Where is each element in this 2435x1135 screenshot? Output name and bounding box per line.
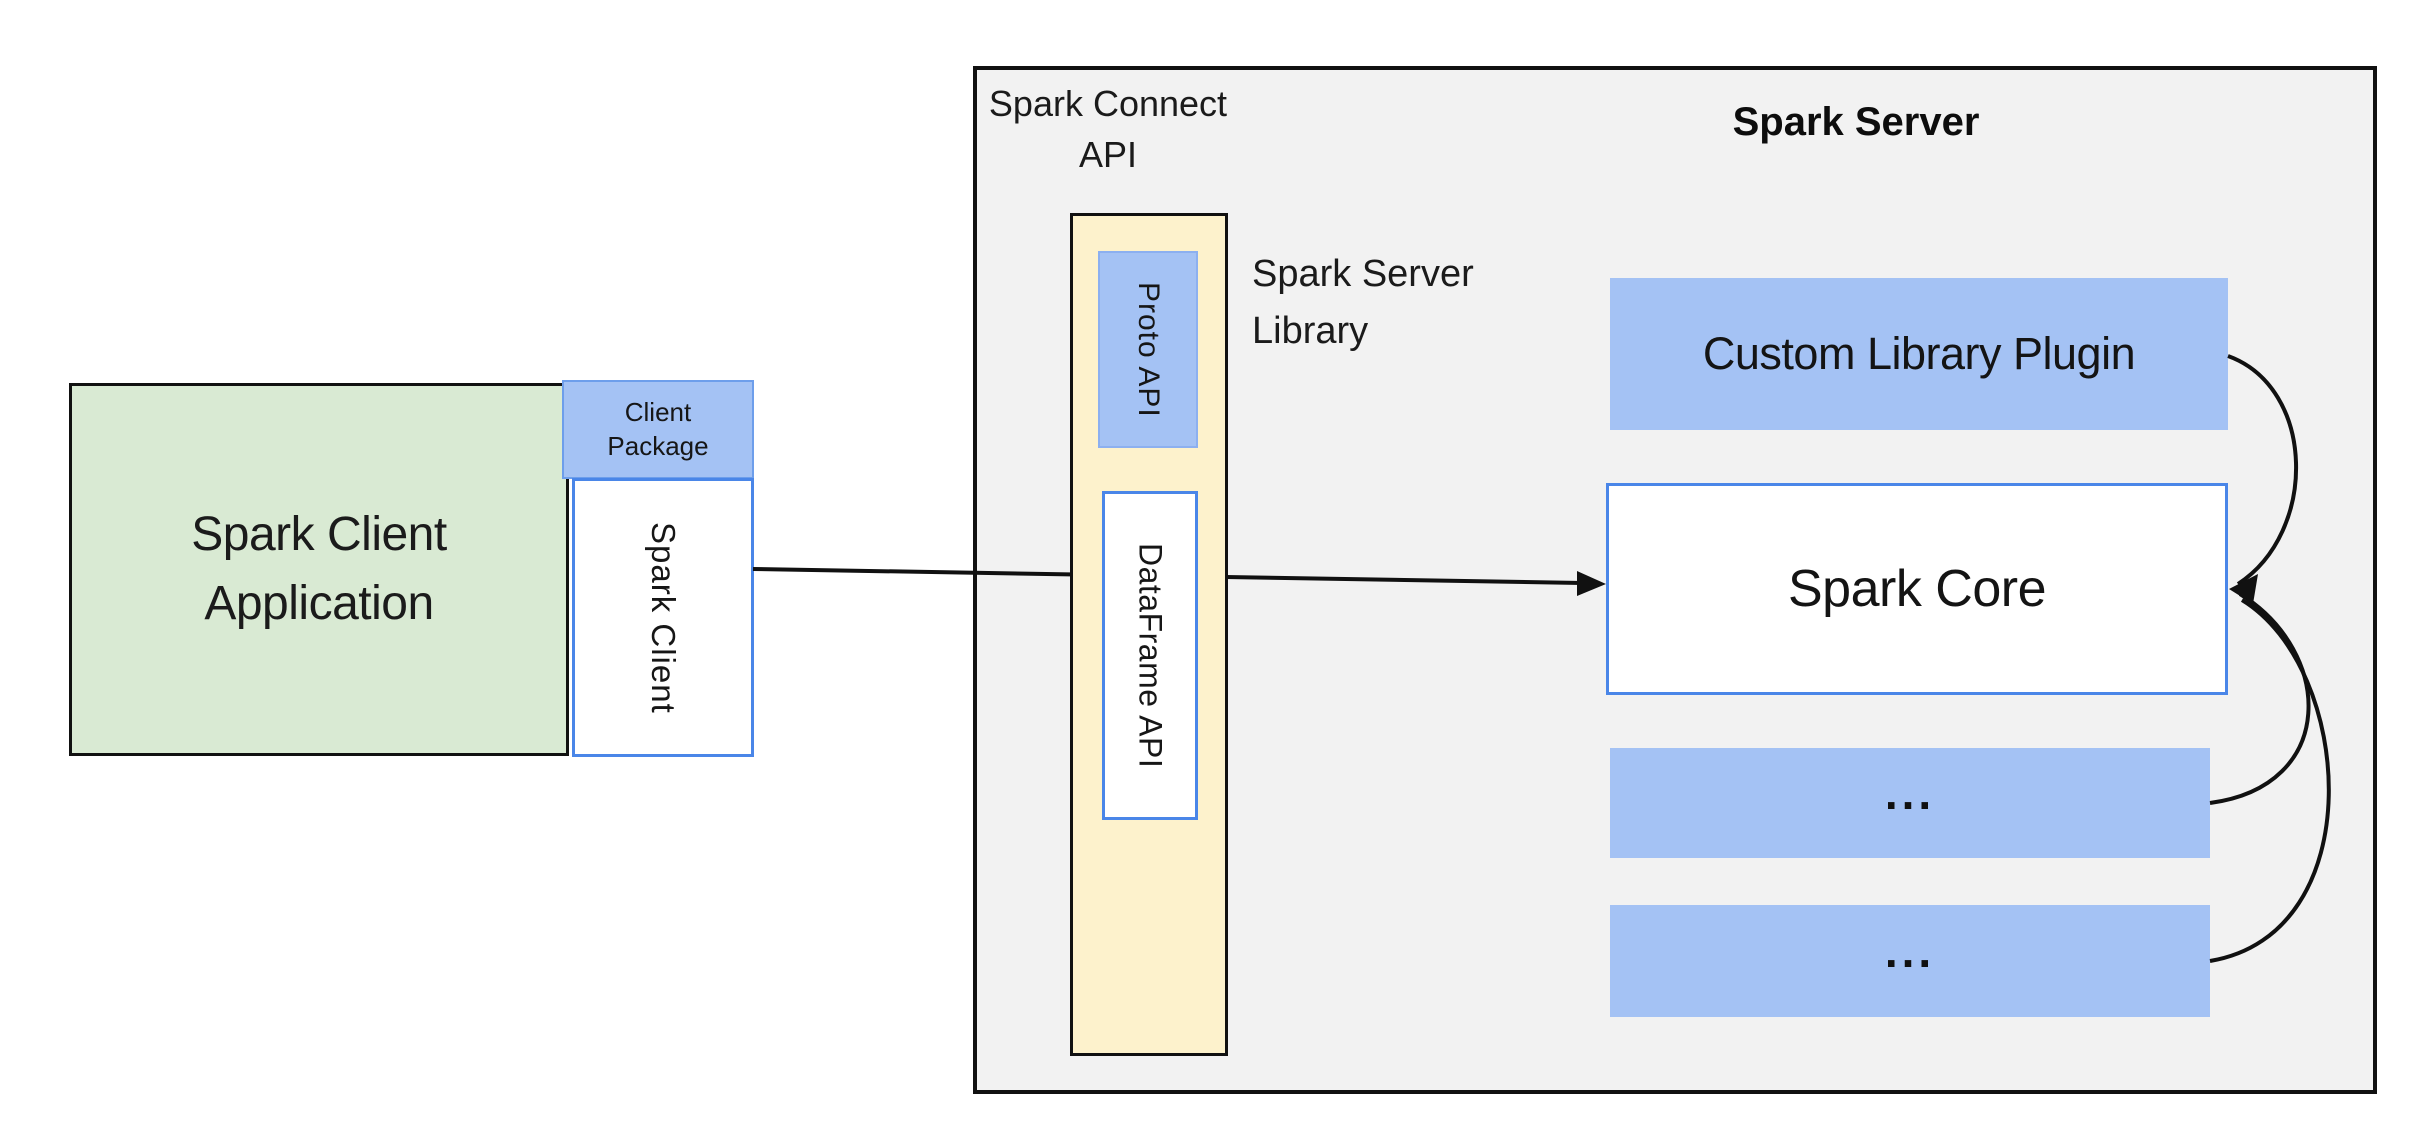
custom-library-plugin-label: Custom Library Plugin — [1702, 328, 2136, 379]
spark-connect-api-title: Spark Connect API — [928, 78, 1288, 180]
spark-client-application-box: Spark Client Application — [69, 383, 569, 756]
spark-core-box: Spark Core — [1606, 483, 2228, 695]
client-package-label: Client Package — [607, 396, 708, 464]
spark-server-library-title: Spark Server Library — [1252, 246, 1582, 360]
plugin-slot-box-2: ... — [1610, 905, 2210, 1017]
client-package-label-line2: Package — [607, 430, 709, 461]
spark-connect-api-title-line2: API — [1078, 134, 1138, 176]
spark-core-label: Spark Core — [1788, 560, 2047, 618]
spark-client-application-label-line2: Application — [204, 576, 434, 630]
spark-server-library-title-line1: Spark Server — [1252, 253, 1474, 295]
client-package-box: Client Package — [562, 380, 754, 479]
spark-client-application-label: Spark Client Application — [191, 501, 447, 637]
spark-server-title: Spark Server — [1732, 100, 1980, 144]
dataframe-api-label: DataFrame API — [1132, 542, 1169, 769]
spark-connect-api-bar: Proto API DataFrame API — [1070, 213, 1228, 1056]
client-package-label-line1: Client — [624, 396, 692, 427]
custom-library-plugin-box: Custom Library Plugin — [1610, 278, 2228, 430]
spark-server-library-title-line2: Library — [1252, 310, 1369, 352]
spark-connect-api-title-line1: Spark Connect — [988, 83, 1228, 124]
spark-client-box: Spark Client — [572, 478, 754, 757]
dataframe-api-box: DataFrame API — [1102, 491, 1198, 820]
plugin-slot-box-1: ... — [1610, 748, 2210, 858]
spark-client-application-label-line1: Spark Client — [191, 508, 447, 562]
proto-api-label: Proto API — [1132, 281, 1165, 418]
proto-api-box: Proto API — [1098, 251, 1198, 448]
spark-client-label: Spark Client — [645, 521, 682, 714]
